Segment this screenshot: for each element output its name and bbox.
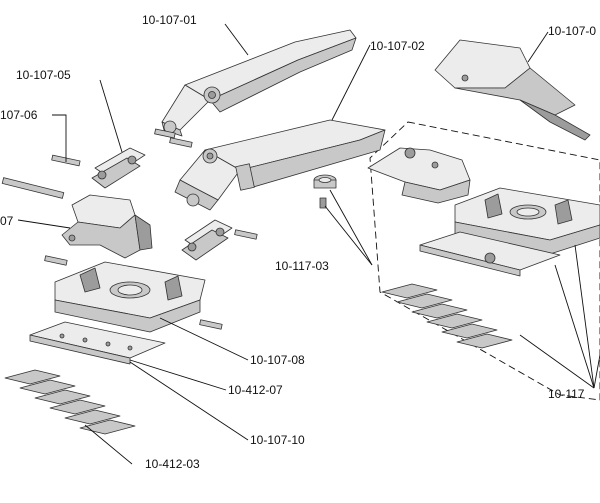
label-10-412-07: 10-412-07 xyxy=(228,383,283,397)
part-link-pair-upper xyxy=(51,147,146,189)
part-base-plate xyxy=(44,255,223,333)
part-shoe-set-right xyxy=(381,283,513,349)
leader-10-107-08 xyxy=(159,317,249,361)
part-rod xyxy=(1,177,65,199)
label-10-117: 10-117 xyxy=(548,387,585,401)
part-saddle-block xyxy=(61,194,153,259)
leader-10-107-02 xyxy=(331,44,371,121)
leader-10-107-0 xyxy=(527,31,549,63)
leader-10-117-d xyxy=(593,354,600,389)
leader-10-117-b xyxy=(554,264,595,389)
part-bushing xyxy=(313,174,337,209)
label-07: 07 xyxy=(0,214,14,228)
leader-10-107-01 xyxy=(224,23,249,56)
label-107-06: 107-06 xyxy=(0,108,38,122)
leader-07 xyxy=(17,219,71,229)
part-pad-plate-right xyxy=(419,231,561,277)
part-upper-arm xyxy=(154,29,357,148)
part-shoe-set-left xyxy=(4,369,136,435)
leader-107-06 xyxy=(52,114,67,162)
label-10-107-0: 10-107-0 xyxy=(548,24,596,38)
leader-10-117-a xyxy=(574,244,595,389)
label-10-412-03: 10-412-03 xyxy=(145,457,200,471)
leader-lines xyxy=(17,23,600,465)
label-10-107-08: 10-107-08 xyxy=(250,353,305,367)
leader-10-117-03-b xyxy=(324,205,373,266)
label-10-107-02: 10-107-02 xyxy=(370,39,425,53)
part-pad-plate xyxy=(29,321,166,365)
label-10-107-05: 10-107-05 xyxy=(16,68,71,82)
subassembly-dashed-outline xyxy=(369,121,600,401)
leader-10-412-03 xyxy=(84,424,133,465)
leader-10-107-10 xyxy=(129,361,249,441)
leader-10-117-03-a xyxy=(329,189,373,266)
leader-10-107-05 xyxy=(99,79,123,153)
part-top-plate xyxy=(434,39,591,141)
label-10-107-10: 10-107-10 xyxy=(250,433,305,447)
part-base-plate-right xyxy=(454,187,600,255)
part-bracket xyxy=(367,147,471,204)
leader-10-117-c xyxy=(519,334,595,389)
part-link-pair-lower xyxy=(181,219,258,261)
part-lower-arm xyxy=(174,119,386,211)
label-10-107-01: 10-107-01 xyxy=(142,13,197,27)
leader-10-412-07 xyxy=(129,359,227,391)
label-10-117-03: 10-117-03 xyxy=(275,259,329,273)
